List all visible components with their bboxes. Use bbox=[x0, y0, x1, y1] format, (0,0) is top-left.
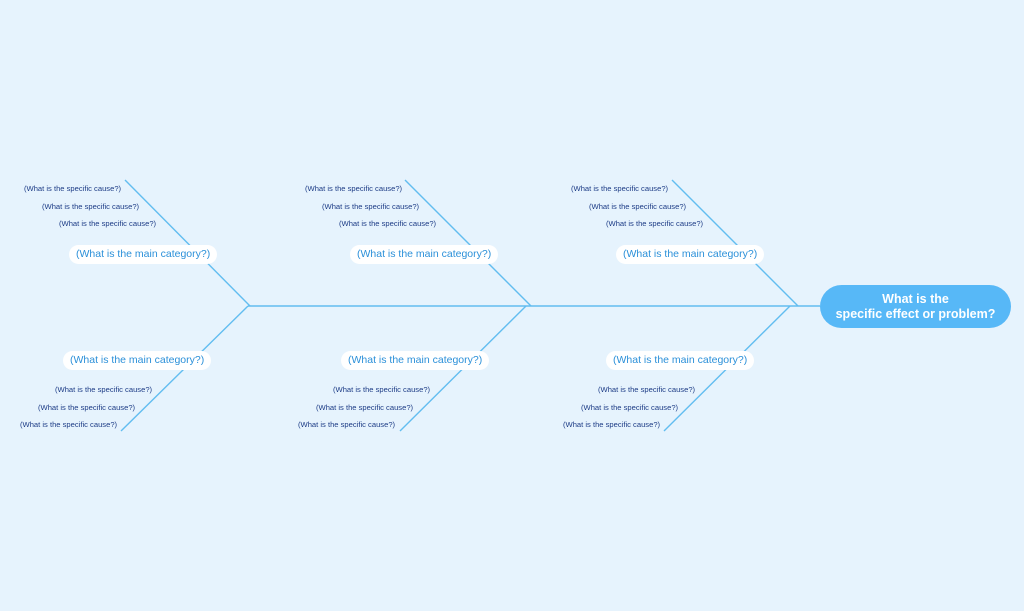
cause-top-3-2[interactable]: (What is the specific cause?) bbox=[589, 202, 687, 211]
cause-top-2-3[interactable]: (What is the specific cause?) bbox=[339, 219, 437, 228]
category-top-3[interactable]: (What is the main category?) bbox=[616, 245, 765, 264]
category-bottom-2[interactable]: (What is the main category?) bbox=[341, 351, 490, 370]
cause-top-3-1[interactable]: (What is the specific cause?) bbox=[571, 184, 669, 193]
effect-line-2: specific effect or problem? bbox=[835, 306, 996, 321]
cause-bottom-3-3[interactable]: (What is the specific cause?) bbox=[563, 420, 661, 429]
category-bottom-3[interactable]: (What is the main category?) bbox=[606, 351, 755, 370]
category-top-2[interactable]: (What is the main category?) bbox=[350, 245, 499, 264]
cause-bottom-2-3[interactable]: (What is the specific cause?) bbox=[298, 420, 396, 429]
cause-top-1-2[interactable]: (What is the specific cause?) bbox=[42, 202, 140, 211]
cause-bottom-3-2[interactable]: (What is the specific cause?) bbox=[581, 403, 679, 412]
cause-bottom-3-1[interactable]: (What is the specific cause?) bbox=[598, 385, 696, 394]
cause-bottom-1-3[interactable]: (What is the specific cause?) bbox=[20, 420, 118, 429]
bone-top-3 bbox=[671, 179, 799, 307]
cause-bottom-1-2[interactable]: (What is the specific cause?) bbox=[38, 403, 136, 412]
category-top-1[interactable]: (What is the main category?) bbox=[69, 245, 218, 264]
cause-top-3-3[interactable]: (What is the specific cause?) bbox=[606, 219, 704, 228]
cause-bottom-2-2[interactable]: (What is the specific cause?) bbox=[316, 403, 414, 412]
cause-top-2-1[interactable]: (What is the specific cause?) bbox=[305, 184, 403, 193]
cause-top-1-3[interactable]: (What is the specific cause?) bbox=[59, 219, 157, 228]
effect-line-1: What is the bbox=[882, 291, 949, 306]
cause-bottom-1-1[interactable]: (What is the specific cause?) bbox=[55, 385, 153, 394]
category-bottom-1[interactable]: (What is the main category?) bbox=[63, 351, 212, 370]
cause-top-1-1[interactable]: (What is the specific cause?) bbox=[24, 184, 122, 193]
bone-top-2 bbox=[404, 179, 532, 307]
bone-top-1 bbox=[124, 179, 251, 307]
cause-top-2-2[interactable]: (What is the specific cause?) bbox=[322, 202, 420, 211]
effect-head[interactable]: What is the specific effect or problem? bbox=[820, 285, 1011, 328]
cause-bottom-2-1[interactable]: (What is the specific cause?) bbox=[333, 385, 431, 394]
